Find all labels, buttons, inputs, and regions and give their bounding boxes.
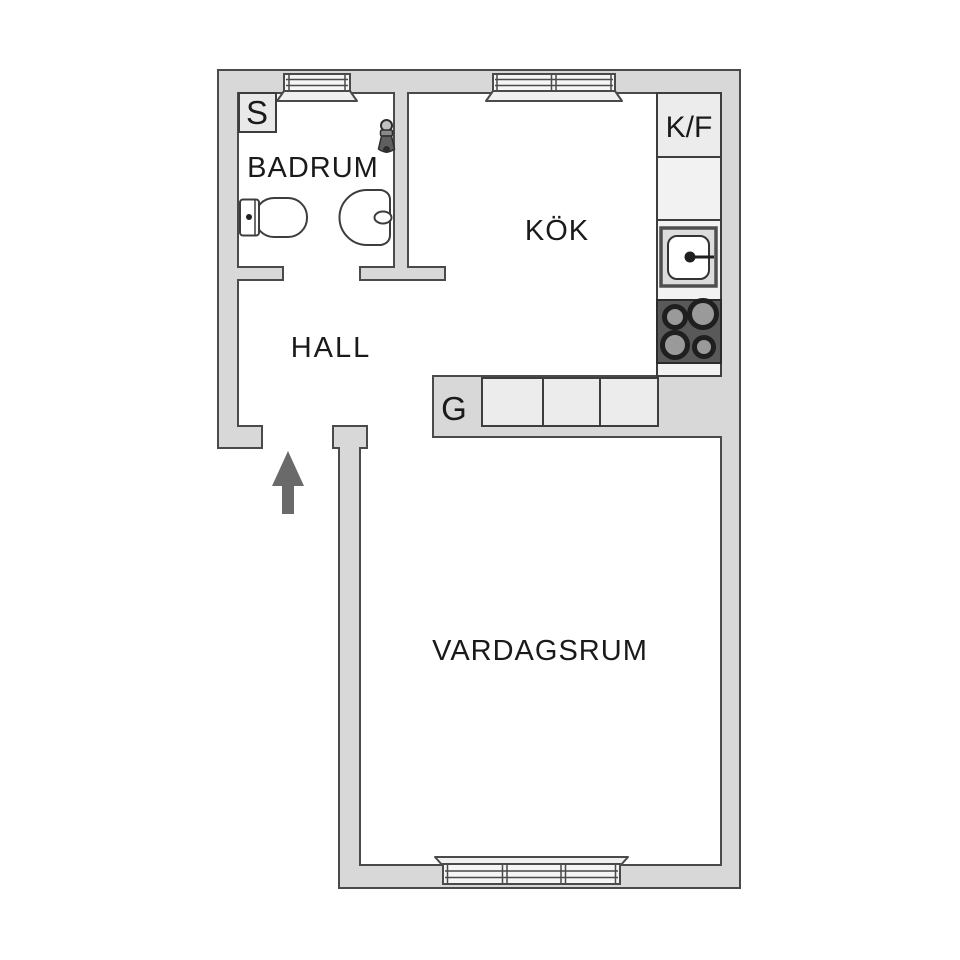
shower-mixer-icon: [377, 119, 396, 153]
counter-section: [656, 156, 722, 221]
window-frame: [492, 73, 616, 92]
wardrobe-icon: [481, 377, 659, 427]
bathroom-label: BADRUM: [247, 152, 379, 184]
burner: [692, 335, 716, 359]
wardrobe-box: [481, 377, 544, 427]
bathroom-window-icon: [276, 73, 358, 102]
cleaning-closet-box: [238, 92, 277, 133]
living-room-label: VARDAGSRUM: [432, 635, 648, 667]
toilet-icon: [239, 197, 308, 238]
kitchen-label: KÖK: [525, 215, 589, 247]
fridge-freezer-label: K/F: [666, 111, 713, 144]
burner: [660, 330, 690, 360]
window-glazing: [286, 75, 348, 90]
mixer-collar: [379, 129, 394, 137]
wall-envelope: [217, 69, 741, 889]
counter-section-end: [656, 362, 722, 377]
toilet-flush-dot: [246, 214, 252, 220]
window-sill: [276, 90, 358, 102]
living-room-window-icon: [434, 856, 629, 885]
cleaning-closet-label: S: [246, 94, 268, 131]
entrance-arrow-icon: [272, 451, 304, 514]
bathroom-sink-icon: [338, 189, 393, 246]
window-frame: [442, 863, 621, 885]
toilet-bowl: [254, 197, 308, 238]
sink-faucet: [684, 251, 696, 263]
window-glazing: [445, 865, 618, 883]
kitchen-window-icon: [485, 73, 623, 102]
window-glazing: [495, 75, 613, 90]
wardrobe-box: [542, 377, 601, 427]
window-sill: [485, 90, 623, 102]
kitchen-sink-icon: [659, 226, 718, 288]
burner: [662, 304, 688, 330]
wardrobe-box: [599, 377, 659, 427]
fridge-freezer-box: [656, 92, 722, 158]
mixer-outlet: [383, 146, 390, 153]
wardrobe-label: G: [441, 390, 467, 427]
hall-label: HALL: [291, 332, 372, 364]
sink-tap: [373, 210, 393, 225]
sink-basin: [338, 189, 391, 246]
stove-icon: [656, 298, 722, 364]
window-frame: [283, 73, 351, 92]
burner: [687, 298, 719, 330]
